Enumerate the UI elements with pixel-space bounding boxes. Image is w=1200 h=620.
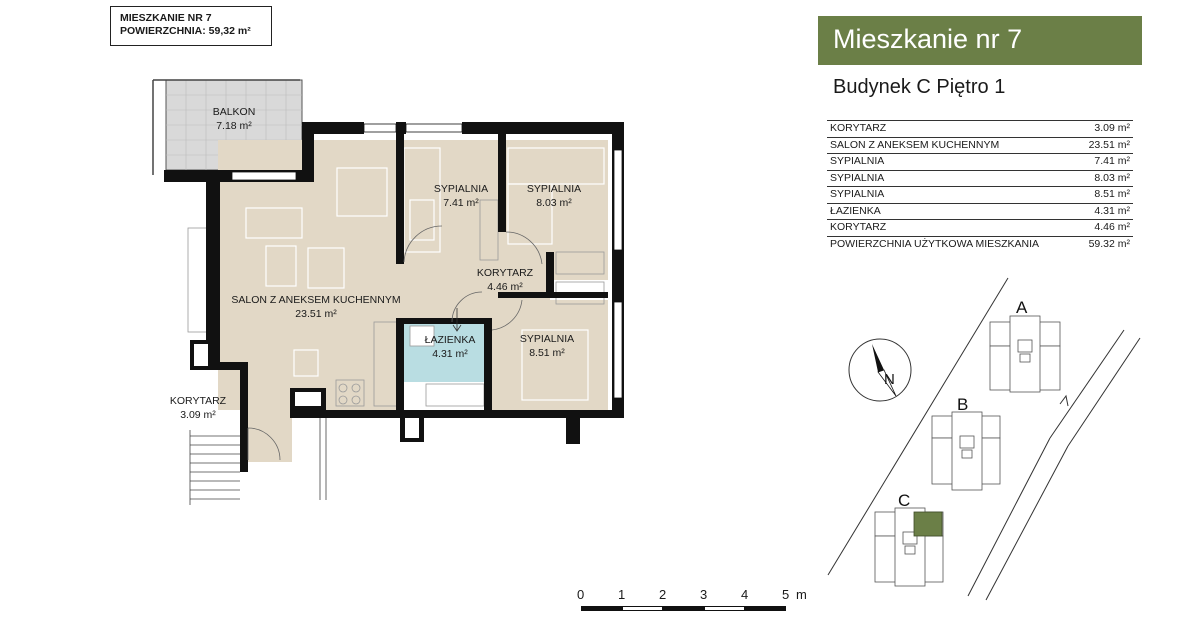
room-area-bedroom-2: 8.03 m² xyxy=(536,197,572,209)
doors xyxy=(247,225,543,461)
room-area-bedroom-1: 7.41 m² xyxy=(443,197,479,209)
compass-icon: N xyxy=(848,338,912,402)
room-label-living: SALON Z ANEKSEM KUCHENNYM xyxy=(231,294,400,306)
room-name: SYPIALNIA xyxy=(827,169,1057,187)
room-area: 7.41 m² xyxy=(1057,153,1133,170)
room-area: 4.46 m² xyxy=(1057,219,1133,236)
room-label-bedroom-2: SYPIALNIA xyxy=(527,183,581,195)
room-area-bedroom-3: 8.51 m² xyxy=(529,347,565,359)
scale-segment xyxy=(622,606,663,611)
room-area: 8.51 m² xyxy=(1057,186,1133,203)
room-name: SALON Z ANEKSEM KUCHENNYM xyxy=(827,136,1057,154)
building-b-icon xyxy=(931,411,1001,491)
scale-segment xyxy=(663,606,704,611)
room-area-bathroom: 4.31 m² xyxy=(432,348,468,360)
scale-segment xyxy=(581,606,622,611)
room-area: 23.51 m² xyxy=(1057,136,1133,154)
room-area: 59.32 m² xyxy=(1057,235,1133,252)
room-area: 3.09 m² xyxy=(1057,120,1133,137)
kitchen-fixtures xyxy=(187,199,605,407)
floor-plan: BALKON 7.18 m² SYPIALNIA 7.41 m² SYPIALN… xyxy=(152,79,624,505)
building-b-label: B xyxy=(957,395,968,414)
apartment-info-box: MIESZKANIE NR 7 POWIERZCHNIA: 59,32 m² xyxy=(110,6,272,46)
walls xyxy=(164,122,624,472)
apartment-number: MIESZKANIE NR 7 xyxy=(120,12,212,24)
room-area-balcony: 7.18 m² xyxy=(216,120,252,132)
furniture xyxy=(245,147,605,401)
scale-unit: m xyxy=(796,587,807,602)
room-name: KORYTARZ xyxy=(827,120,1057,137)
room-area-hallway: 4.46 m² xyxy=(487,281,523,293)
floor-areas xyxy=(218,140,608,462)
room-area: 8.03 m² xyxy=(1057,169,1133,187)
room-label-bathroom: ŁAZIENKA xyxy=(425,334,476,346)
room-label-balcony: BALKON xyxy=(213,106,256,118)
room-name: SYPIALNIA xyxy=(827,186,1057,203)
scale-bar: 0 1 2 3 4 5 m xyxy=(560,585,830,620)
room-label-hallway: KORYTARZ xyxy=(477,267,534,279)
room-name: SYPIALNIA xyxy=(827,153,1057,170)
building-c-icon xyxy=(874,507,944,587)
building-a-label: A xyxy=(1016,298,1028,317)
scale-segment xyxy=(704,606,745,611)
scale-segment xyxy=(745,606,786,611)
title-bar: Mieszkanie nr 7 xyxy=(818,16,1142,65)
building-c-label: C xyxy=(898,491,910,510)
scale-tick: 2 xyxy=(659,587,667,602)
highlighted-apartment-marker xyxy=(913,511,943,537)
compass-north-label: N xyxy=(884,371,895,388)
room-name: ŁAZIENKA xyxy=(827,202,1057,220)
apartment-area: POWIERZCHNIA: 59,32 m² xyxy=(120,25,251,37)
room-area: 4.31 m² xyxy=(1057,202,1133,220)
scale-tick: 1 xyxy=(618,587,626,602)
building-a-icon xyxy=(989,315,1061,393)
scale-tick: 0 xyxy=(577,587,585,602)
stairs xyxy=(189,418,327,505)
building-floor-subtitle: Budynek C Piętro 1 xyxy=(833,76,1006,98)
room-name: KORYTARZ xyxy=(827,219,1057,236)
room-label-bedroom-3: SYPIALNIA xyxy=(520,333,574,345)
room-name: POWIERZCHNIA UŻYTKOWA MIESZKANIA xyxy=(827,235,1057,252)
scale-tick: 4 xyxy=(741,587,749,602)
scale-tick: 3 xyxy=(700,587,708,602)
scale-tick: 5 xyxy=(782,587,790,602)
windows xyxy=(231,123,623,399)
room-area-entry-corridor: 3.09 m² xyxy=(180,409,216,421)
room-label-entry-corridor: KORYTARZ xyxy=(170,395,227,407)
page-title: Mieszkanie nr 7 xyxy=(833,24,1023,54)
room-label-bedroom-1: SYPIALNIA xyxy=(434,183,488,195)
site-boundary xyxy=(827,277,1141,601)
room-area-living: 23.51 m² xyxy=(295,308,337,320)
